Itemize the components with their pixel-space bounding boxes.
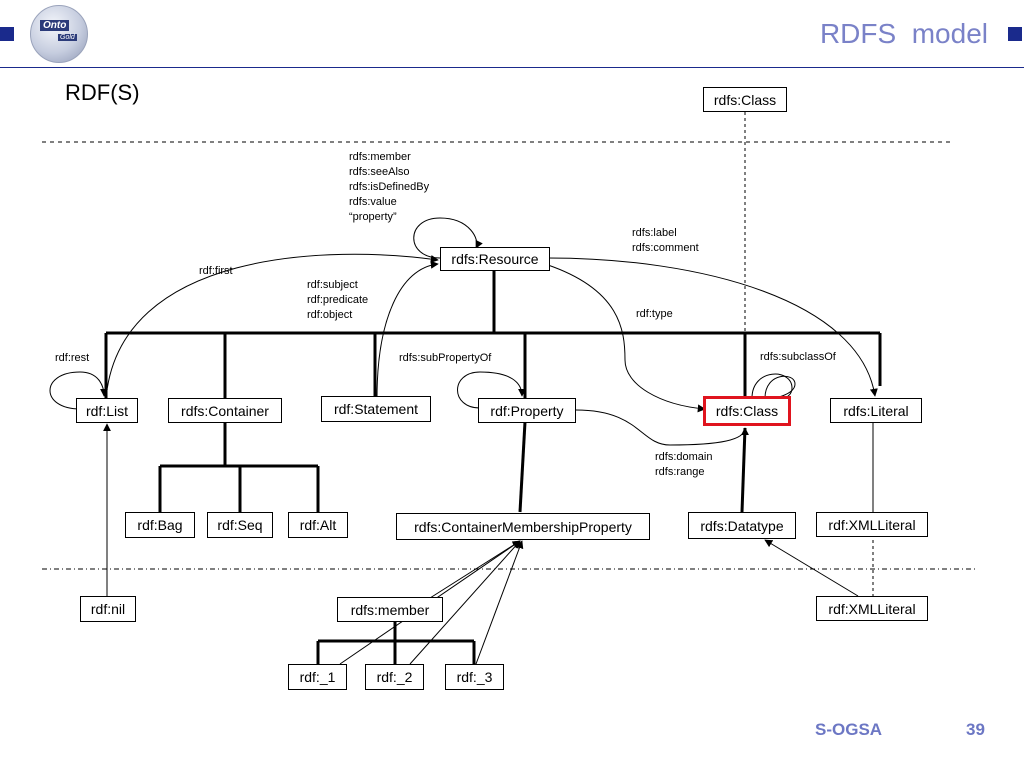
- node-datatype: rdfs:Datatype: [688, 512, 796, 539]
- node-list: rdf:List: [76, 398, 138, 423]
- footer-project: S-OGSA: [815, 720, 883, 739]
- statement-props-arrow: [376, 260, 439, 399]
- node-n2: rdf:_2: [365, 664, 424, 690]
- header-right-square: [1008, 27, 1022, 41]
- node-container-membership-property: rdfs:ContainerMembershipProperty: [396, 513, 650, 540]
- node-class-top: rdfs:Class: [703, 87, 787, 112]
- node-xmlliteral: rdf:XMLLiteral: [816, 512, 928, 537]
- type-arrow: [547, 264, 706, 413]
- node-n1: rdf:_1: [288, 664, 347, 690]
- label-domain-range: rdfs:domain rdfs:range: [655, 451, 713, 478]
- node-member: rdfs:member: [337, 597, 443, 622]
- label-subclass: rdfs:subclassOf: [760, 351, 836, 363]
- node-bag: rdf:Bag: [125, 512, 195, 538]
- node-literal: rdfs:Literal: [830, 398, 922, 423]
- property-to-cmp: [518, 421, 527, 513]
- first-arrow: [105, 253, 439, 399]
- node-seq: rdf:Seq: [207, 512, 273, 538]
- container-tree: [158, 422, 320, 512]
- list-rest-loop: [49, 371, 108, 410]
- label-rest: rdf:rest: [55, 352, 90, 364]
- member-tree: [316, 622, 476, 664]
- member-to-cmp: [429, 540, 521, 599]
- node-alt: rdf:Alt: [288, 512, 348, 538]
- label-subproperty: rdfs:subPropertyOf: [399, 352, 492, 364]
- label-type: rdf:type: [636, 308, 673, 320]
- footer-page-number: 39: [966, 720, 985, 739]
- n2-to-cmp: [409, 540, 521, 665]
- label-first: rdf:first: [199, 265, 233, 277]
- header-left-square: [0, 27, 14, 41]
- label-label-comment: rdfs:label rdfs:comment: [632, 227, 699, 254]
- node-class-highlighted: rdfs:Class: [703, 396, 791, 426]
- node-resource: rdfs:Resource: [440, 247, 550, 271]
- logo-text-top: Onto: [40, 20, 70, 31]
- domain-range-arrow: [575, 409, 749, 446]
- node-property: rdf:Property: [478, 398, 576, 423]
- n3-to-cmp: [475, 540, 524, 665]
- resource-tree: [104, 270, 882, 400]
- node-n3: rdf:_3: [445, 664, 504, 690]
- resource-self-loop: [413, 217, 483, 259]
- node-container: rdfs:Container: [168, 398, 282, 423]
- logo-text-bottom: Gold: [58, 34, 77, 41]
- node-statement: rdf:Statement: [321, 396, 431, 422]
- resource-to-literal: [547, 257, 878, 397]
- class-to-datatype: [740, 427, 747, 513]
- header-rule: [0, 67, 1024, 68]
- node-nil: rdf:nil: [80, 596, 136, 622]
- subproperty-loop: [457, 371, 526, 409]
- xmlliteral2-to-datatype: [764, 539, 859, 597]
- slide-title: RDFS model: [819, 18, 988, 49]
- label-resource-props: rdfs:member rdfs:seeAlso rdfs:isDefinedB…: [349, 151, 430, 223]
- label-statement-props: rdf:subject rdf:predicate rdf:object: [307, 279, 369, 321]
- node-xmlliteral-2: rdf:XMLLiteral: [816, 596, 928, 621]
- diagram-subtitle: RDF(S): [65, 80, 140, 105]
